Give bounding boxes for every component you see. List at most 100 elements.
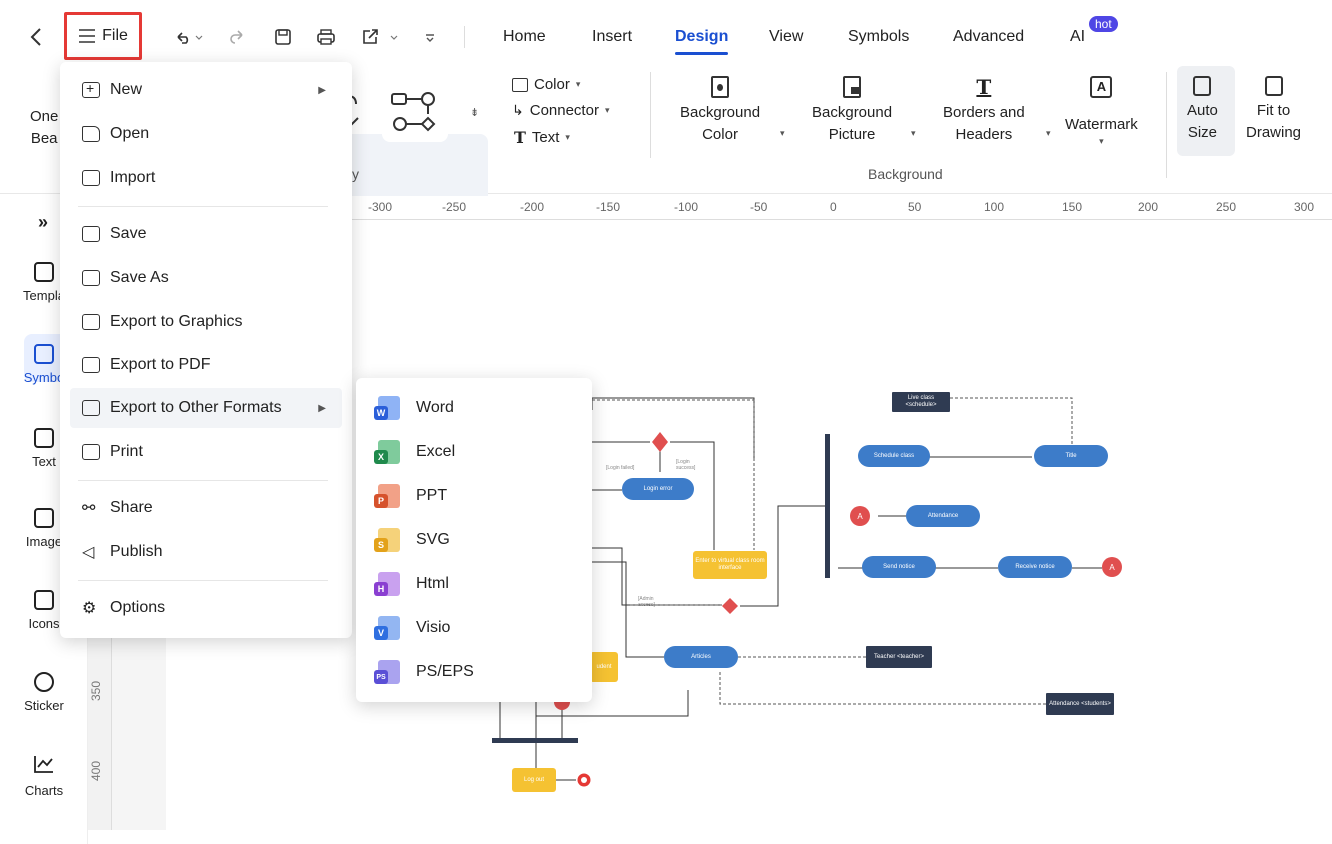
background-picture-button[interactable]: Background Picture xyxy=(812,76,892,146)
node-live-class[interactable]: Live class <schedule> xyxy=(892,392,950,412)
save-icon[interactable] xyxy=(272,22,294,52)
ruler-tick: -200 xyxy=(520,200,545,214)
end-node-inner xyxy=(581,777,587,783)
symbols-icon xyxy=(34,344,54,364)
sidebar-item-templates[interactable]: Templa xyxy=(0,262,88,303)
submenu-item-label: PPT xyxy=(416,487,448,504)
drawing-canvas[interactable]: Live class <schedule> Login error [Login… xyxy=(166,220,1332,844)
export-icon[interactable] xyxy=(360,22,402,52)
undo-icon[interactable] xyxy=(172,22,206,52)
charts-icon xyxy=(33,754,55,777)
menu-item-import[interactable]: Import xyxy=(70,158,342,198)
fit-to-drawing-label-1: Fit to xyxy=(1256,102,1291,119)
submenu-item-visio[interactable]: V Visio xyxy=(370,610,570,646)
tab-advanced[interactable]: Advanced xyxy=(953,28,1025,45)
menu-item-save[interactable]: Save xyxy=(70,214,342,254)
ppt-file-icon: P xyxy=(374,484,400,508)
sidebar-item-label: Text xyxy=(32,454,56,469)
tab-view[interactable]: View xyxy=(769,28,804,45)
text-label: Text xyxy=(531,129,560,146)
submenu-item-html[interactable]: H Html xyxy=(370,566,570,602)
ruler-tick: 50 xyxy=(908,200,922,214)
borders-headers-dropdown-icon[interactable]: ▾ xyxy=(1046,128,1051,138)
ribbon-divider-2 xyxy=(1166,72,1167,178)
menu-item-export-graphics[interactable]: Export to Graphics xyxy=(70,302,342,342)
sidebar-item-sticker[interactable]: Sticker xyxy=(0,672,88,713)
sidebar-item-image[interactable]: Image xyxy=(0,508,88,549)
node-enter-virtual-class[interactable]: Enter to virtual class room interface xyxy=(693,551,767,579)
auto-size-button[interactable]: Auto Size xyxy=(1187,76,1218,144)
submenu-item-ps-eps[interactable]: PS PS/EPS xyxy=(370,654,570,690)
menu-item-publish[interactable]: ◁ Publish xyxy=(70,532,342,572)
node-logout[interactable]: Log out xyxy=(512,768,556,792)
tab-symbols[interactable]: Symbols xyxy=(848,28,910,45)
style-expand-icon[interactable]: ⇟ xyxy=(470,107,480,119)
node-attendance[interactable]: Attendance xyxy=(906,505,980,527)
fit-to-drawing-label-2: Drawing xyxy=(1246,124,1302,141)
node-login-error[interactable]: Login error xyxy=(622,478,694,500)
join-bar xyxy=(492,738,578,743)
decision-diamond[interactable] xyxy=(722,598,738,614)
submenu-item-excel[interactable]: X Excel xyxy=(370,434,570,470)
decision-diamond[interactable] xyxy=(652,432,668,452)
menu-item-save-as[interactable]: Save As xyxy=(70,258,342,298)
redo-icon[interactable] xyxy=(228,22,248,52)
label-admin-access: [Admin access] xyxy=(638,596,655,608)
auto-size-label-1: Auto xyxy=(1187,102,1218,119)
top-bar: File Home Insert Design View Symbols Adv… xyxy=(0,0,1332,62)
node-partial-yellow[interactable]: udent xyxy=(590,652,618,682)
node-schedule-class[interactable]: Schedule class xyxy=(858,445,930,467)
menu-item-print[interactable]: Print xyxy=(70,432,342,472)
sidebar-item-icons[interactable]: Icons xyxy=(0,590,88,631)
background-picture-label-1: Background xyxy=(812,104,893,121)
submenu-item-label: SVG xyxy=(416,531,450,548)
expand-sidebar-icon[interactable]: » xyxy=(38,212,49,232)
watermark-button[interactable]: A Watermark ▾ xyxy=(1065,76,1138,146)
node-teacher[interactable]: Teacher <teacher> xyxy=(866,646,932,668)
background-picture-dropdown-icon[interactable]: ▾ xyxy=(911,128,916,138)
submenu-item-word[interactable]: W Word xyxy=(370,390,570,426)
menu-item-new[interactable]: + New ▶ xyxy=(70,70,342,110)
sidebar-item-text[interactable]: Text xyxy=(0,428,88,469)
file-menu-button[interactable]: File xyxy=(64,12,142,60)
submenu-item-svg[interactable]: S SVG xyxy=(370,522,570,558)
background-picture-label-2: Picture xyxy=(828,126,876,143)
tab-home[interactable]: Home xyxy=(503,28,546,45)
text-dropdown[interactable]: T Text ▾ xyxy=(514,128,570,147)
node-receive-notice[interactable]: Receive notice xyxy=(998,556,1072,578)
menu-item-open[interactable]: Open xyxy=(70,114,342,154)
node-articles[interactable]: Articles xyxy=(664,646,738,668)
menu-item-options[interactable]: ⚙ Options xyxy=(70,588,342,628)
back-chevron-icon[interactable] xyxy=(24,22,48,52)
fit-to-drawing-button[interactable]: Fit to Drawing xyxy=(1246,76,1301,144)
menu-item-share[interactable]: ⚯ Share xyxy=(70,488,342,528)
node-send-notice[interactable]: Send notice xyxy=(862,556,936,578)
partial-theme-button[interactable]: One Bea xyxy=(30,82,58,150)
tab-design[interactable]: Design xyxy=(675,28,729,55)
borders-headers-button[interactable]: T Borders and Headers xyxy=(943,76,1025,146)
fit-to-drawing-icon xyxy=(1264,76,1283,96)
submenu-item-ppt[interactable]: P PPT xyxy=(370,478,570,514)
node-attendance-students[interactable]: Attendance <students> xyxy=(1046,693,1114,715)
background-color-button[interactable]: Background Color xyxy=(680,76,760,146)
submenu-item-label: Visio xyxy=(416,619,451,636)
connector-style-card[interactable] xyxy=(382,82,448,142)
menu-item-export-other-formats[interactable]: Export to Other Formats ▶ xyxy=(70,388,342,428)
print-icon[interactable] xyxy=(314,22,338,52)
sidebar-item-charts[interactable]: Charts xyxy=(0,754,88,798)
background-color-dropdown-icon[interactable]: ▾ xyxy=(780,128,785,138)
menu-item-label: Print xyxy=(110,443,143,460)
connector-a-right[interactable]: A xyxy=(1102,557,1122,577)
color-dropdown[interactable]: Color ▾ xyxy=(512,76,580,93)
connector-dropdown[interactable]: ↳ Connector ▾ xyxy=(512,102,610,119)
gear-icon: ⚙ xyxy=(82,600,97,617)
connector-a-left[interactable]: A xyxy=(850,506,870,526)
more-chevron-icon[interactable] xyxy=(422,22,438,52)
menu-item-export-pdf[interactable]: Export to PDF xyxy=(70,345,342,385)
tab-ai[interactable]: AI xyxy=(1070,28,1086,45)
pdf-export-icon xyxy=(82,357,100,373)
group-label-background: Background xyxy=(868,166,943,182)
fork-bar xyxy=(825,434,830,578)
node-title[interactable]: Title xyxy=(1034,445,1108,467)
tab-insert[interactable]: Insert xyxy=(592,28,633,45)
